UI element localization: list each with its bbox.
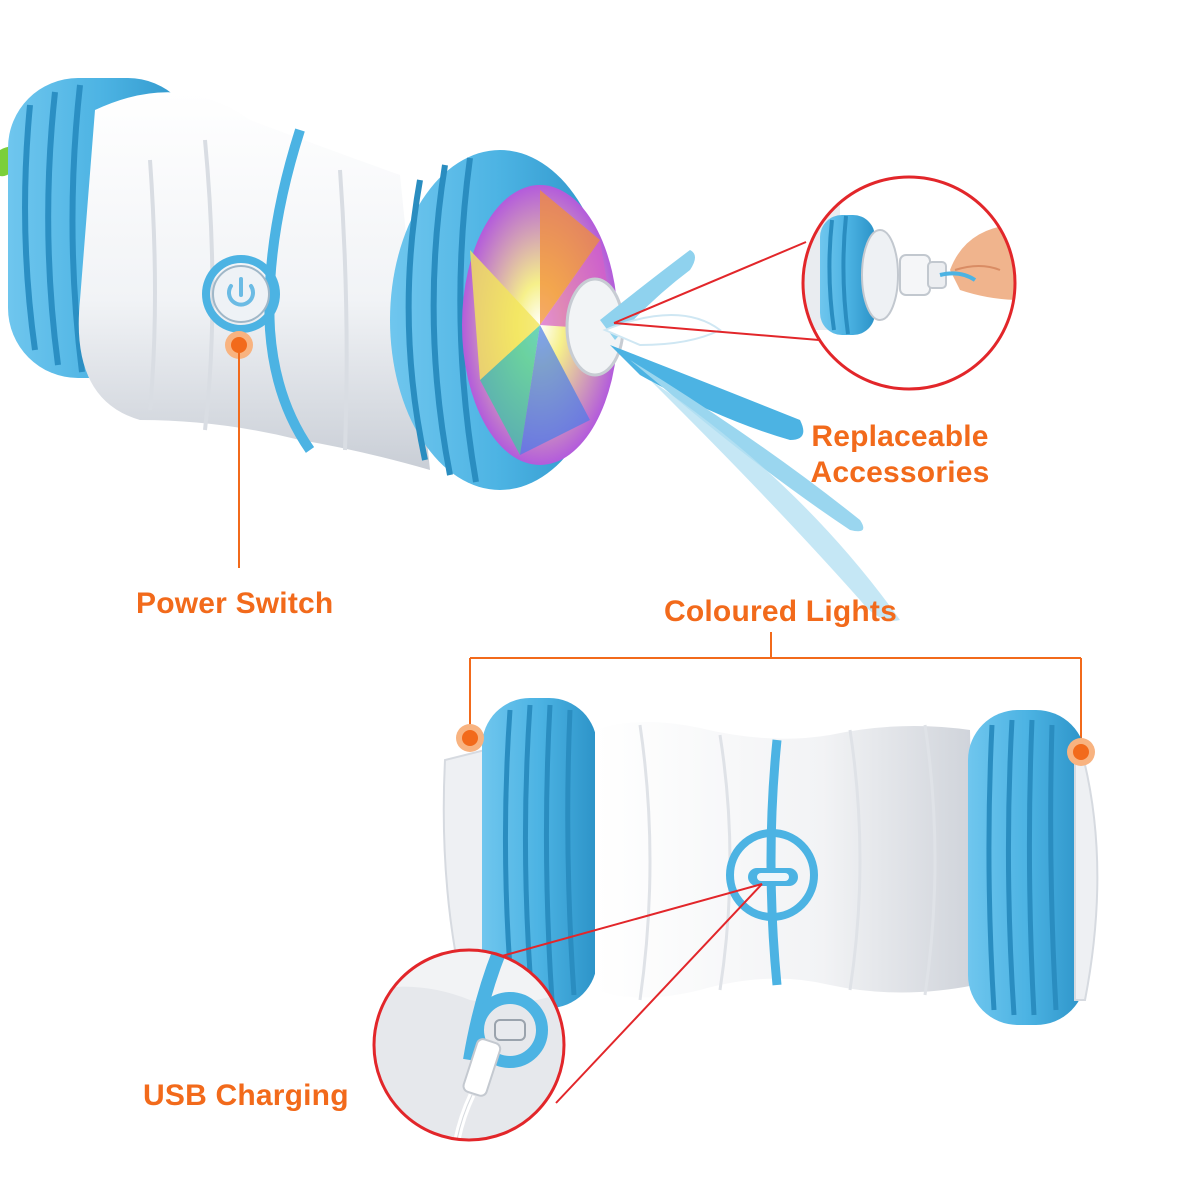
top-product-toy [0, 78, 900, 621]
power-icon [227, 277, 255, 307]
usb-charging-zoom-circle [372, 948, 566, 1142]
replaceable-accessories-label: Replaceable Accessories [800, 419, 1000, 491]
bottom-left-wheel [482, 698, 597, 1008]
hand-illustration [950, 225, 1015, 300]
usb-charging-label: USB Charging [143, 1079, 349, 1112]
usb-cable-icon [451, 1038, 502, 1140]
replaceable-label-line2: Accessories [810, 456, 990, 489]
feather-icon [600, 250, 900, 621]
bottom-product-toy [442, 698, 1099, 1025]
usb-port-icon [748, 868, 798, 886]
replaceable-accessories-zoom-circle [801, 175, 1017, 391]
coloured-lights-label: Coloured Lights [664, 595, 897, 628]
power-switch-label: Power Switch [136, 587, 334, 620]
usb-callout-lines [501, 883, 763, 1104]
top-right-wheel [390, 150, 625, 490]
bottom-right-wheel [968, 710, 1099, 1025]
replaceable-callout-lines [613, 241, 820, 341]
coloured-lights-bracket [469, 632, 1082, 752]
power-button-illustration [212, 265, 270, 323]
bottom-body [595, 721, 975, 1001]
replaceable-label-line1: Replaceable [811, 420, 989, 453]
callout-dot-icon [225, 331, 1095, 766]
